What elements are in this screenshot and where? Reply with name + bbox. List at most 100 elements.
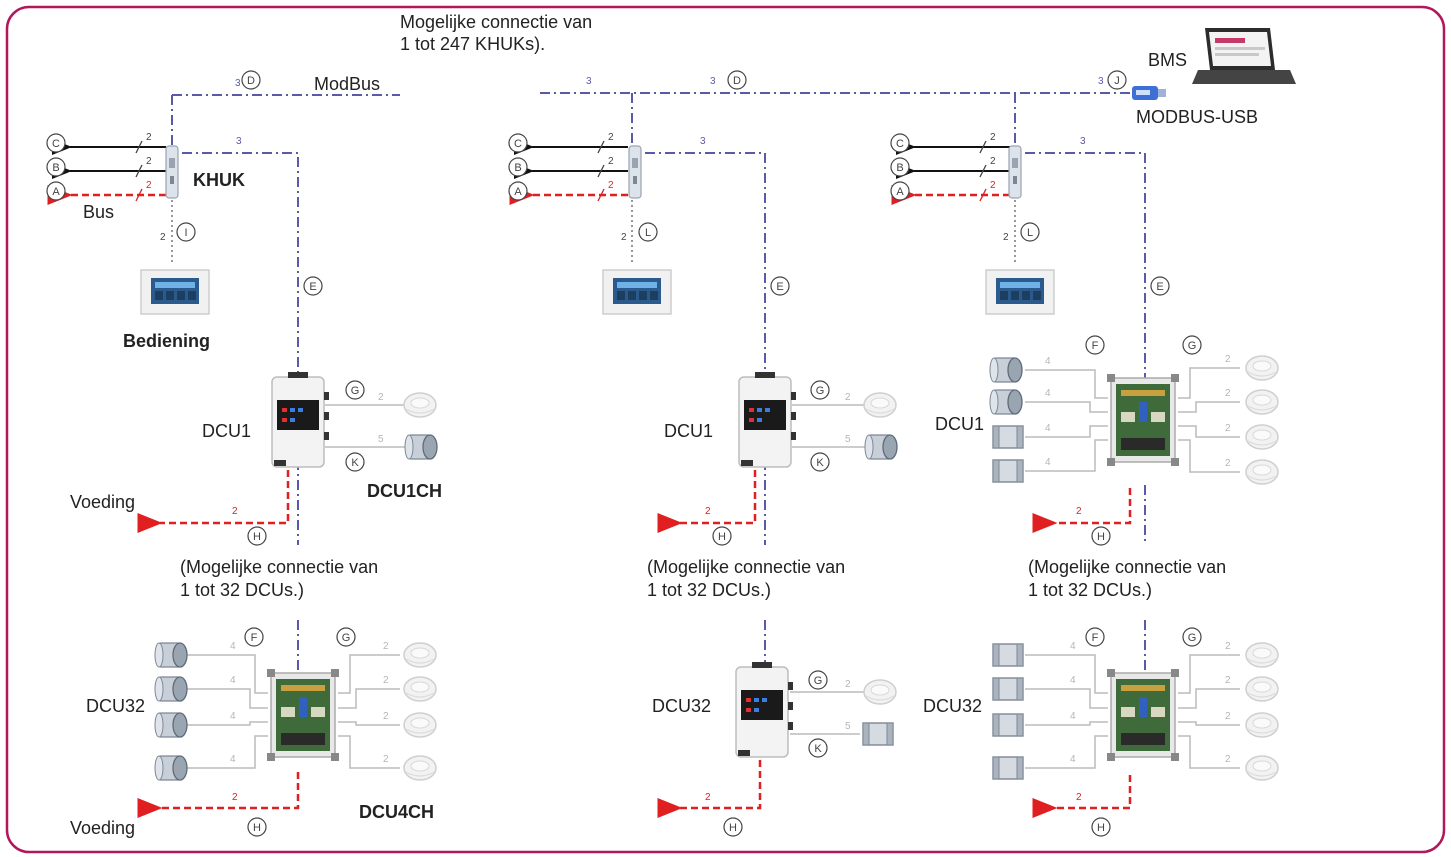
marker-a-1: A xyxy=(46,181,66,201)
svg-text:H: H xyxy=(1097,822,1105,834)
wires-g-1d: 2 xyxy=(383,754,389,765)
dcu-capacity-3-line1: (Mogelijke connectie van xyxy=(1028,557,1227,577)
wires-c-3: 2 xyxy=(990,132,996,143)
marker-k-2b: K xyxy=(808,738,828,758)
marker-g-3b: G xyxy=(1182,627,1202,647)
wires-g-1c: 2 xyxy=(383,711,389,722)
marker-i-1: I xyxy=(176,222,196,242)
modbus-label: ModBus xyxy=(314,74,381,94)
wires-a-1: 2 xyxy=(146,180,152,191)
wires-g-1b: 2 xyxy=(383,675,389,686)
panel-links xyxy=(171,200,1016,262)
khuk-capacity-line1: Mogelijke connectie van xyxy=(400,12,593,32)
wires-g-3b: 2 xyxy=(1225,388,1231,399)
wires-k-1: 5 xyxy=(378,434,384,445)
wires-f-1c: 4 xyxy=(230,711,236,722)
wires-g-1: 2 xyxy=(378,392,384,403)
marker-c-1: C xyxy=(46,133,66,153)
svg-text:E: E xyxy=(309,281,316,293)
marker-e-3: E xyxy=(1150,276,1170,296)
svg-text:K: K xyxy=(351,457,359,469)
marker-h-3b: H xyxy=(1091,817,1111,837)
wires-g-3d: 2 xyxy=(1225,458,1231,469)
wires-b-2: 2 xyxy=(608,156,614,167)
wires-i-1: 2 xyxy=(160,232,166,243)
wires-h-1b: 2 xyxy=(232,792,238,803)
svg-text:F: F xyxy=(1092,340,1099,352)
wires-f-3a: 4 xyxy=(1045,356,1051,367)
svg-text:G: G xyxy=(1188,340,1197,352)
marker-f-3b: F xyxy=(1085,627,1105,647)
wires-g-3c: 2 xyxy=(1225,423,1231,434)
wires-d-2a: 3 xyxy=(586,76,592,87)
device-cables xyxy=(180,367,1240,769)
wires-h-1: 2 xyxy=(232,506,238,517)
wires-h-2b: 2 xyxy=(705,792,711,803)
khuk-output-lines xyxy=(47,139,1010,205)
svg-text:I: I xyxy=(184,227,187,239)
marker-g-1: G xyxy=(345,380,365,400)
wires-k-2b: 5 xyxy=(845,721,851,732)
marker-h-1: H xyxy=(247,526,267,546)
marker-b-2: B xyxy=(508,157,528,177)
svg-text:A: A xyxy=(514,186,522,198)
marker-g-1b: G xyxy=(336,627,356,647)
wires-a-2: 2 xyxy=(608,180,614,191)
bms-label: BMS xyxy=(1148,50,1188,70)
wires-l-3: 2 xyxy=(1003,232,1009,243)
wires-f-3h: 4 xyxy=(1070,754,1076,765)
wires-g-2b: 2 xyxy=(845,679,851,690)
wires-k-2: 5 xyxy=(845,434,851,445)
laptop-icon xyxy=(1192,28,1296,84)
svg-text:D: D xyxy=(247,75,255,87)
svg-text:C: C xyxy=(52,138,60,150)
marker-h-3: H xyxy=(1091,526,1111,546)
dcu32-label-3: DCU32 xyxy=(923,696,983,716)
wires-c-2: 2 xyxy=(608,132,614,143)
svg-text:H: H xyxy=(253,822,261,834)
svg-text:E: E xyxy=(1156,281,1163,293)
svg-text:G: G xyxy=(814,675,823,687)
usb-dongle-icon xyxy=(1132,86,1166,100)
wires-g-2: 2 xyxy=(845,392,851,403)
svg-text:K: K xyxy=(816,457,824,469)
marker-f-3: F xyxy=(1085,335,1105,355)
dcu-capacity-2-line1: (Mogelijke connectie van xyxy=(647,557,846,577)
marker-f-1: F xyxy=(244,627,264,647)
marker-l-3: L xyxy=(1020,222,1040,242)
svg-text:G: G xyxy=(816,385,825,397)
dcu-capacity-1-line1: (Mogelijke connectie van xyxy=(180,557,379,577)
wires-g-3f: 2 xyxy=(1225,675,1231,686)
marker-c-2: C xyxy=(508,133,528,153)
dcu-capacity-3-line2: 1 tot 32 DCUs.) xyxy=(1028,580,1153,600)
wires-f-3g: 4 xyxy=(1070,711,1076,722)
wires-g-1a: 2 xyxy=(383,641,389,652)
svg-text:D: D xyxy=(733,75,741,87)
wires-h-2: 2 xyxy=(705,506,711,517)
wires-e-2: 3 xyxy=(700,136,706,147)
marker-d-1: D xyxy=(241,70,261,90)
svg-text:G: G xyxy=(1188,632,1197,644)
wires-g-3g: 2 xyxy=(1225,711,1231,722)
wires-d-2b: 3 xyxy=(710,76,716,87)
wires-g-3a: 2 xyxy=(1225,354,1231,365)
dcu1ch-label: DCU1CH xyxy=(367,481,443,501)
marker-h-1b: H xyxy=(247,817,267,837)
marker-b-1: B xyxy=(46,157,66,177)
marker-j-3: J xyxy=(1107,70,1127,90)
svg-text:F: F xyxy=(251,632,258,644)
wires-h-3b: 2 xyxy=(1076,792,1082,803)
marker-g-2b: G xyxy=(808,670,828,690)
wires-e-1: 3 xyxy=(236,136,242,147)
marker-h-2: H xyxy=(712,526,732,546)
voeding-label-2: Voeding xyxy=(70,818,136,838)
marker-k-2: K xyxy=(810,452,830,472)
wires-h-3: 2 xyxy=(1076,506,1082,517)
wires-f-3f: 4 xyxy=(1070,675,1076,686)
marker-e-1: E xyxy=(303,276,323,296)
svg-text:B: B xyxy=(896,162,903,174)
svg-text:C: C xyxy=(896,138,904,150)
bediening-label: Bediening xyxy=(123,331,211,351)
svg-text:A: A xyxy=(52,186,60,198)
marker-e-2: E xyxy=(770,276,790,296)
